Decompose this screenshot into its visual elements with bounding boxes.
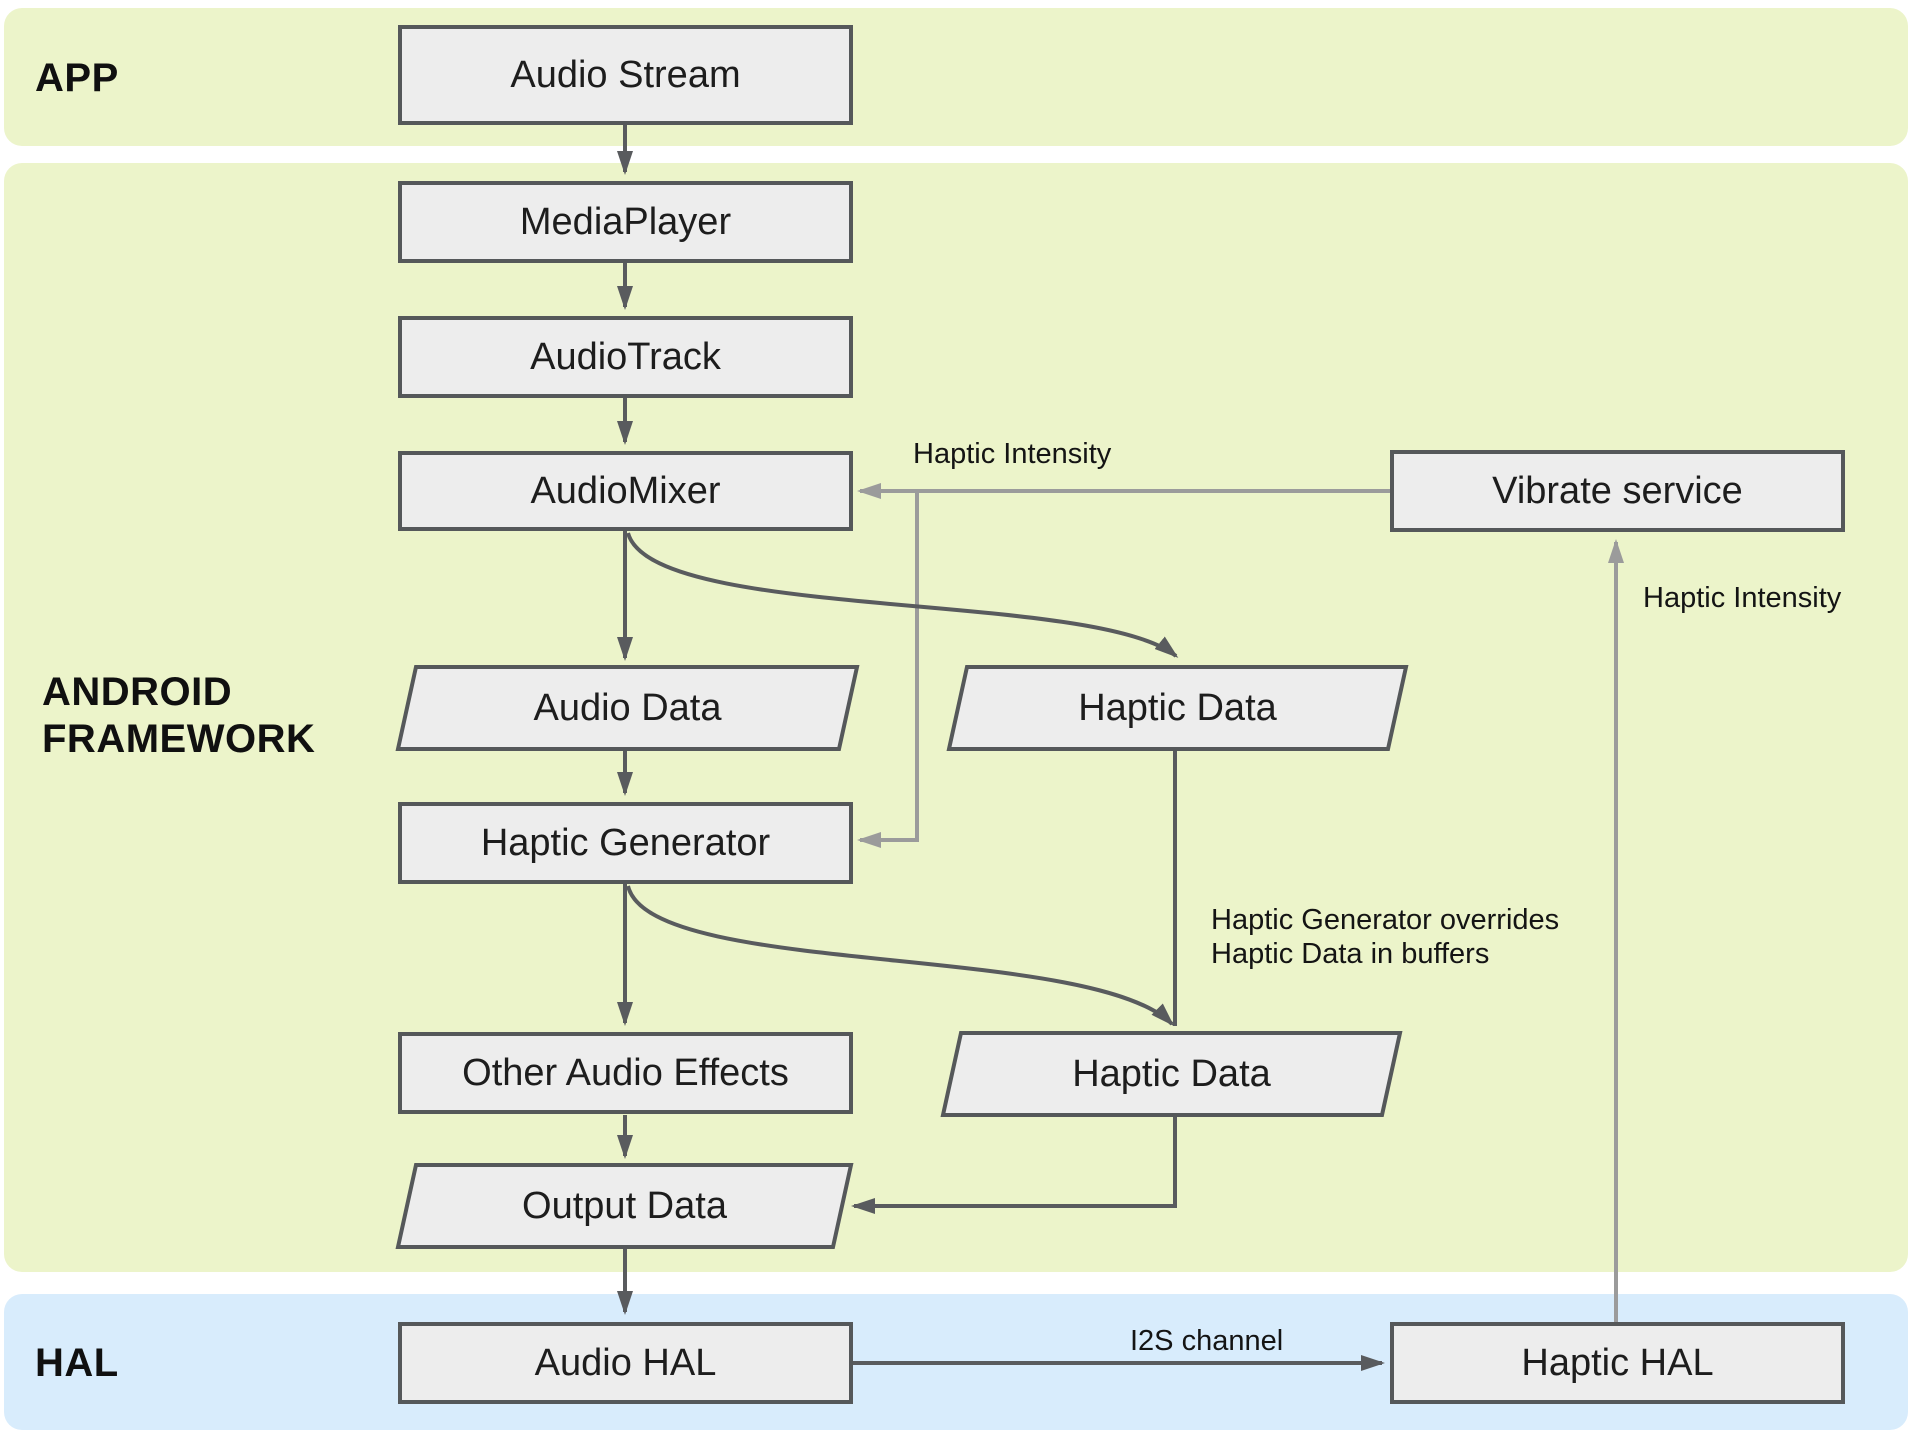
band-app xyxy=(4,8,1908,146)
label-haptic-intensity-top: Haptic Intensity xyxy=(913,438,1112,470)
node-audio-track: AudioTrack xyxy=(398,316,853,398)
node-audio-mixer: AudioMixer xyxy=(398,451,853,531)
node-haptic-data-2: Haptic Data xyxy=(1072,1052,1271,1095)
node-haptic-data-1: Haptic Data xyxy=(1078,686,1277,729)
node-haptic-generator: Haptic Generator xyxy=(398,802,853,884)
node-haptic-hal: Haptic HAL xyxy=(1390,1322,1845,1404)
band-label-app: APP xyxy=(35,56,119,100)
node-other-audio-effects: Other Audio Effects xyxy=(398,1032,853,1114)
label-haptic-intensity-right: Haptic Intensity xyxy=(1643,582,1842,614)
label-override-note: Haptic Generator overrides Haptic Data i… xyxy=(1211,904,1560,970)
node-media-player: MediaPlayer xyxy=(398,181,853,263)
label-i2s-channel: I2S channel xyxy=(1130,1325,1284,1357)
node-vibrate-service: Vibrate service xyxy=(1390,450,1845,532)
node-audio-stream: Audio Stream xyxy=(398,25,853,125)
node-output-data: Output Data xyxy=(522,1184,727,1227)
node-audio-hal: Audio HAL xyxy=(398,1322,853,1404)
band-label-hal: HAL xyxy=(35,1341,119,1385)
band-label-android-framework: ANDROID FRAMEWORK xyxy=(42,670,316,761)
node-audio-data: Audio Data xyxy=(533,686,722,729)
